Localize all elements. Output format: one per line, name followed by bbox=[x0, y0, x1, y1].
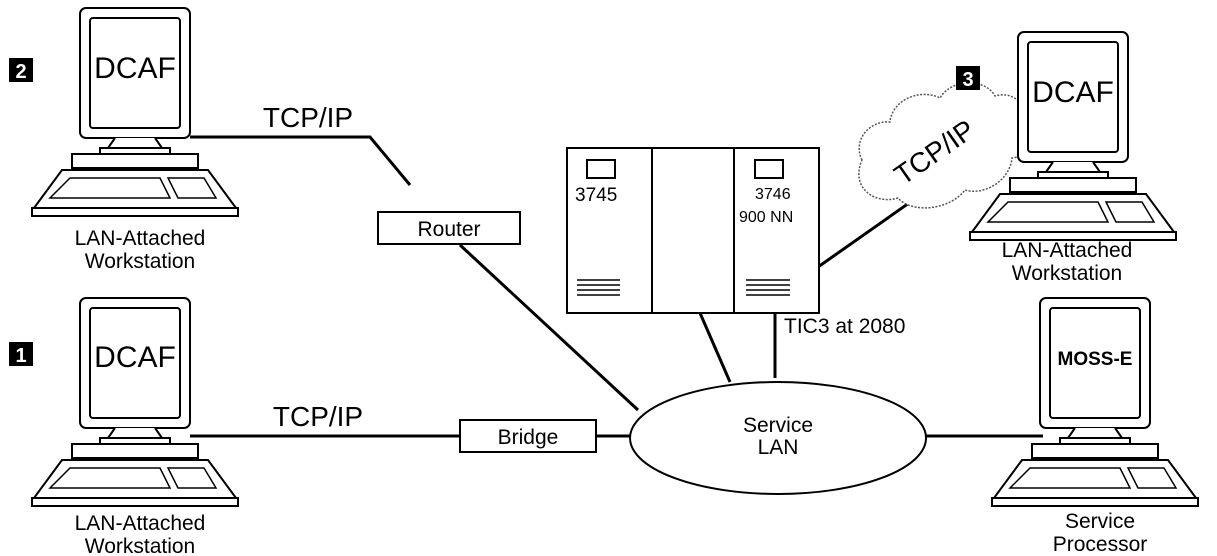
unit-3746-label: 3746 bbox=[755, 186, 791, 203]
ws1-screen-label: DCAF bbox=[94, 341, 176, 374]
ws3-caption-line2: Workstation bbox=[1012, 262, 1123, 285]
ws3-caption-line1: LAN-Attached bbox=[1002, 239, 1133, 262]
router: Router bbox=[377, 211, 521, 245]
router-label: Router bbox=[417, 218, 480, 241]
link-controller-lan bbox=[698, 312, 732, 383]
sp-caption-line2: Processor bbox=[1053, 533, 1148, 556]
top-tcpip-label: TCP/IP bbox=[263, 102, 353, 133]
service-processor: MOSS-E Service Processor bbox=[991, 297, 1199, 556]
tic3-label: TIC3 at 2080 bbox=[784, 315, 905, 338]
workstation-3: 3 DCAF LAN-Attached Workstation bbox=[956, 31, 1177, 285]
link-router-lan bbox=[458, 243, 640, 412]
sp-caption-line1: Service bbox=[1065, 510, 1135, 533]
ws1-caption-line2: Workstation bbox=[85, 535, 196, 556]
unit-3746-900nn-label: 900 NN bbox=[739, 209, 793, 226]
ws2-screen-label: DCAF bbox=[94, 52, 176, 85]
computer-icon bbox=[991, 297, 1199, 507]
communication-controller: 3745 3746 900 NN bbox=[566, 147, 820, 314]
computer-icon bbox=[31, 7, 239, 217]
link-ws2-router bbox=[190, 135, 412, 186]
badge-2-number: 2 bbox=[15, 61, 26, 83]
workstation-2: 2 DCAF LAN-Attached Workstation bbox=[9, 7, 239, 273]
ws2-caption-line1: LAN-Attached bbox=[75, 227, 206, 250]
ws1-caption-line1: LAN-Attached bbox=[75, 512, 206, 535]
badge-3 bbox=[956, 66, 980, 90]
ws3-screen-label: DCAF bbox=[1032, 76, 1114, 109]
service-lan-line2: LAN bbox=[758, 436, 799, 459]
workstation-1: 1 DCAF LAN-Attached Workstation bbox=[9, 297, 239, 556]
badge-2 bbox=[9, 58, 33, 82]
unit-3745-label: 3745 bbox=[575, 185, 617, 206]
badge-1 bbox=[9, 342, 33, 366]
service-lan: Service LAN bbox=[629, 381, 927, 495]
bridge-label: Bridge bbox=[498, 426, 559, 449]
computer-icon bbox=[31, 297, 239, 507]
bridge: Bridge bbox=[459, 419, 597, 453]
bottom-tcpip-label: TCP/IP bbox=[273, 401, 363, 432]
tcpip-cloud: TCP/IP bbox=[858, 82, 1032, 209]
ws2-caption-line2: Workstation bbox=[85, 250, 196, 273]
badge-3-number: 3 bbox=[962, 69, 973, 91]
badge-1-number: 1 bbox=[15, 345, 26, 367]
sp-screen-label: MOSS-E bbox=[1058, 349, 1133, 370]
service-lan-line1: Service bbox=[743, 414, 813, 437]
